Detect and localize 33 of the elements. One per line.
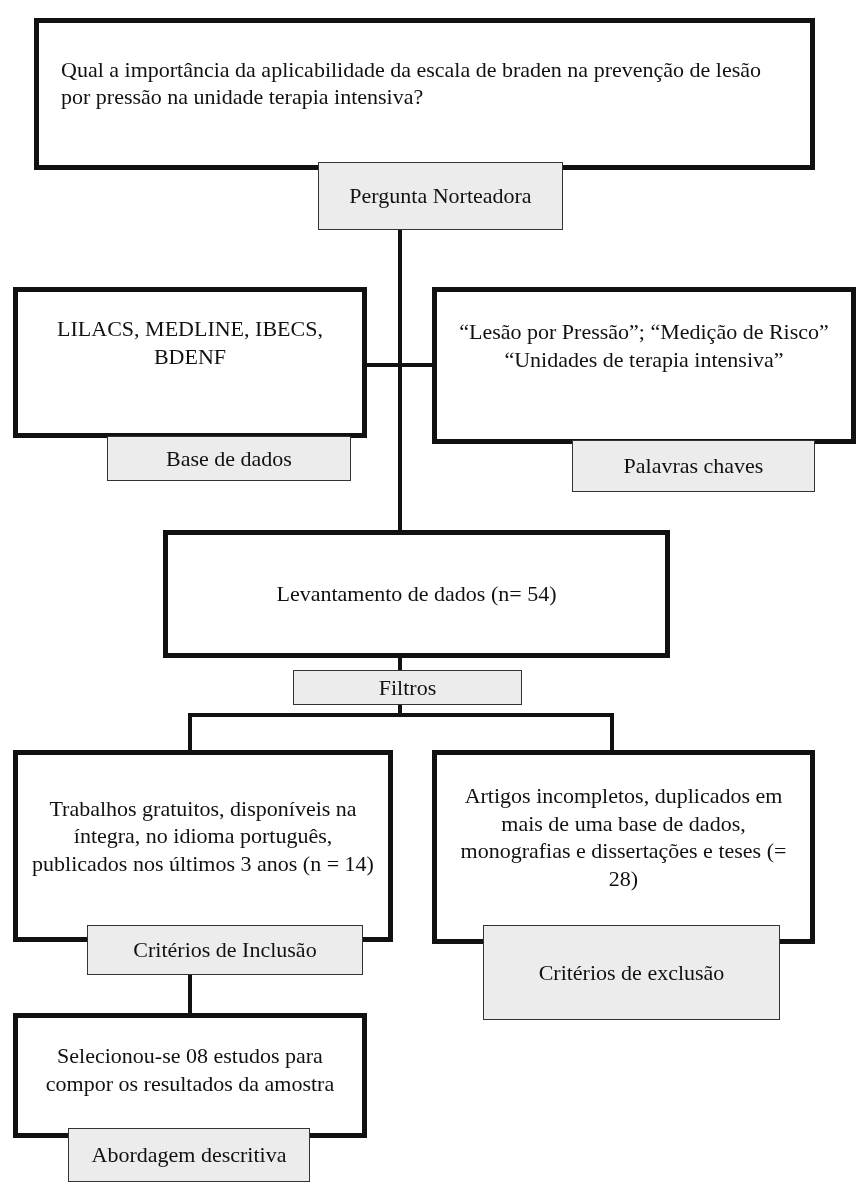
node-text: Selecionou-se 08 estudos para compor os resultados da amostra: [44, 1042, 336, 1097]
node-text: LILACS, MEDLINE, IBECS, BDENF: [56, 315, 324, 370]
process-box: [34, 18, 815, 170]
process-box: [13, 750, 393, 942]
connector-line: [367, 363, 432, 367]
node-text: “Lesão por Pressão”; “Medição de Risco” “Unidades de terapia intensiva”: [458, 318, 830, 373]
node-text: Critérios de Inclusão: [133, 936, 317, 964]
process-box: [432, 287, 856, 444]
label-tab: [87, 925, 363, 975]
connector-line: [398, 658, 402, 670]
connector-line: [398, 230, 402, 530]
label-tab: [107, 436, 351, 481]
connector-line: [398, 705, 614, 750]
label-tab: [68, 1128, 310, 1182]
node-text: Artigos incompletos, duplicados em mais de uma base de dados, monografias e dissertações e teses (= 28): [459, 782, 788, 892]
label-tab: [483, 925, 780, 1020]
node-text: Pergunta Norteadora: [349, 182, 532, 210]
connector-line: [188, 975, 192, 1013]
process-box: [13, 1013, 367, 1138]
node-text: Levantamento de dados (n= 54): [276, 580, 557, 608]
process-box: [13, 287, 367, 438]
node-text: Filtros: [378, 673, 437, 702]
process-box: [432, 750, 815, 944]
process-box: [163, 530, 670, 658]
label-tab: [572, 440, 815, 492]
node-text: Trabalhos gratuitos, disponíveis na íntegra, no idioma português, publicados nos últimos 3 anos (n = 14): [31, 794, 375, 878]
node-text: Abordagem descritiva: [91, 1141, 287, 1169]
node-text: Critérios de exclusão: [538, 958, 725, 987]
node-text: Base de dados: [166, 444, 292, 473]
node-text: Qual a importância da aplicabilidade da escala de braden na prevenção de lesão por pressão na unidade terapia intensiva?: [61, 55, 762, 111]
label-tab: [318, 162, 563, 230]
node-text: Palavras chaves: [623, 452, 764, 480]
label-tab: [293, 670, 522, 705]
